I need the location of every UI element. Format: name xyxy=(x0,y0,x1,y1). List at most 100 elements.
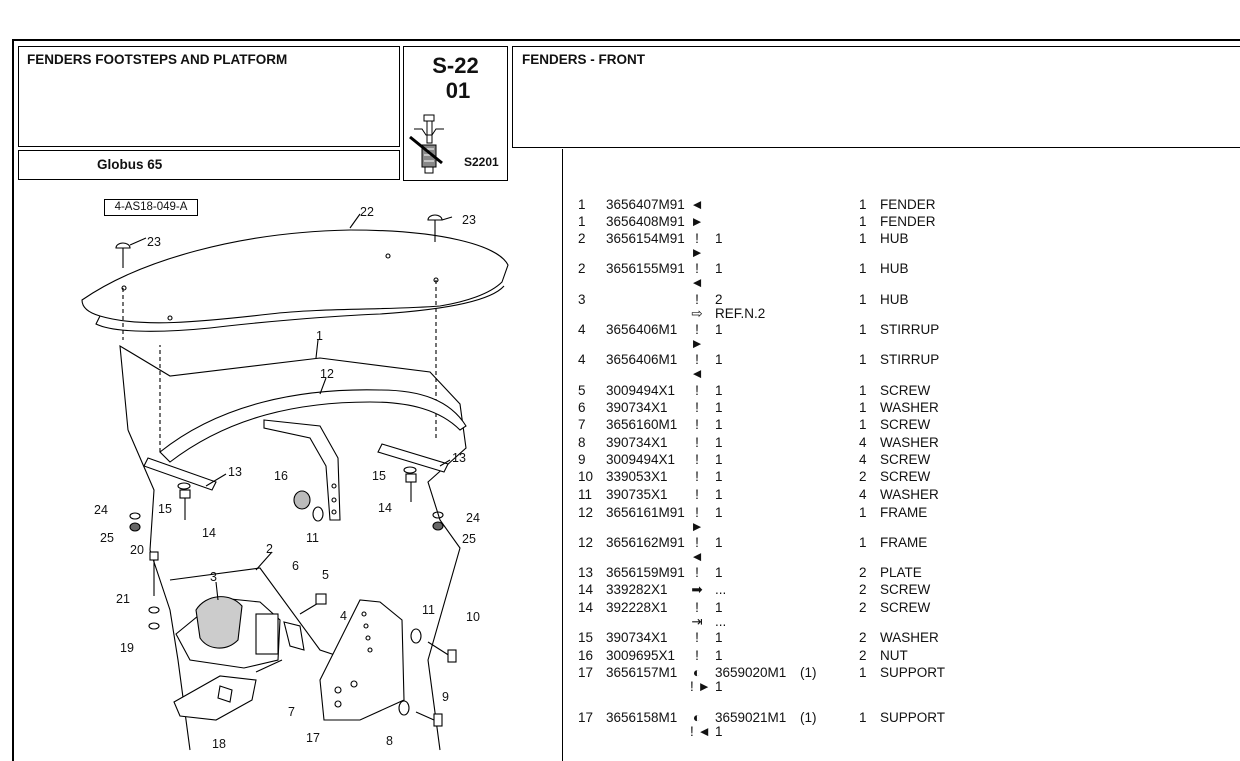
callout-3: 3 xyxy=(210,570,217,584)
parts-cell-desc: HUB xyxy=(880,231,909,246)
parts-cell-idx: 13 xyxy=(578,565,594,580)
parts-cell-mark2: ◄ xyxy=(690,549,704,564)
parts-cell-q1: 1 xyxy=(715,630,723,645)
fender-panel xyxy=(81,229,509,324)
parts-cell-q2: 1 xyxy=(859,710,867,725)
page-border-left xyxy=(12,39,14,761)
parts-cell-mark: ! xyxy=(695,565,699,580)
section-title-box xyxy=(18,46,400,147)
parts-cell-q1: 1 xyxy=(715,600,723,615)
parts-cell-idx: 17 xyxy=(578,665,594,680)
parts-cell-mark: ! xyxy=(695,452,699,467)
parts-cell-mark: ! xyxy=(695,648,699,663)
parts-cell-q1b: 1 xyxy=(715,724,723,739)
parts-cell-mark: ! xyxy=(695,417,699,432)
parts-cell-idx: 14 xyxy=(578,600,594,615)
parts-cell-mark2: ⇨ xyxy=(691,306,703,321)
parts-cell-desc: SCREW xyxy=(880,469,931,484)
callout-24: 24 xyxy=(94,503,108,517)
parts-cell-q2: 2 xyxy=(859,469,867,484)
parts-cell-q1: 1 xyxy=(715,322,723,337)
parts-cell-desc: WASHER xyxy=(880,400,939,415)
group-title-box xyxy=(512,46,1240,148)
parts-cell-mark: ! xyxy=(695,261,699,276)
parts-cell-q1b: REF.N.2 xyxy=(715,306,766,321)
callout-6: 6 xyxy=(292,559,299,573)
parts-cell-q2: 2 xyxy=(859,648,867,663)
callout-19: 19 xyxy=(120,641,134,655)
parts-cell-pn: 3656154M91 xyxy=(606,231,685,246)
parts-cell-q1: 1 xyxy=(715,648,723,663)
parts-cell-pn: 339053X1 xyxy=(606,469,668,484)
parts-cell-pn: 3656406M1 xyxy=(606,322,678,337)
parts-cell-q1: 1 xyxy=(715,452,723,467)
parts-cell-mark: ! xyxy=(695,535,699,550)
callout-13: 13 xyxy=(228,465,242,479)
parts-cell-mark: ► xyxy=(690,214,704,229)
parts-cell-mark2: ► xyxy=(690,336,704,351)
parts-cell-mark2: ! ◄ xyxy=(690,724,711,739)
parts-cell-mark: ! xyxy=(695,469,699,484)
parts-cell-q2: 1 xyxy=(859,665,867,680)
parts-cell-pn: 3009494X1 xyxy=(606,452,676,467)
parts-cell-idx: 10 xyxy=(578,469,594,484)
parts-cell-q2: 1 xyxy=(859,214,867,229)
callout-8: 8 xyxy=(386,734,393,748)
model-box xyxy=(18,150,400,180)
code-box xyxy=(403,46,508,181)
parts-cell-idx: 5 xyxy=(578,383,586,398)
callout-14b: 14 xyxy=(378,501,392,515)
parts-cell-mark: ! xyxy=(695,383,699,398)
parts-cell-idx: 14 xyxy=(578,582,594,597)
parts-cell-desc: SUPPORT xyxy=(880,665,946,680)
parts-cell-idx: 11 xyxy=(578,487,593,502)
parts-cell-mark2: ⇥ xyxy=(691,614,703,629)
parts-cell-pn: 390734X1 xyxy=(606,435,668,450)
page-code: S-22 xyxy=(432,53,479,78)
parts-cell-q2: 1 xyxy=(859,352,867,367)
parts-cell-idx: 1 xyxy=(578,197,586,212)
parts-cell-q2: 4 xyxy=(859,487,867,502)
callout-21: 21 xyxy=(116,592,130,606)
parts-cell-pn: 3656162M91 xyxy=(606,535,685,550)
callout-16: 16 xyxy=(274,469,288,483)
parts-cell-q1b: 1 xyxy=(715,679,723,694)
parts-cell-mark: ! xyxy=(695,231,699,246)
callout-9: 9 xyxy=(442,690,449,704)
parts-cell-desc: SCREW xyxy=(880,383,931,398)
parts-cell-q1: 1 xyxy=(715,400,723,415)
parts-cell-desc: STIRRUP xyxy=(880,352,940,367)
tractor-part-icon xyxy=(409,114,444,174)
callout-labels: 22 23 23 1 12 13 13 16 15 15 14 14 24 24… xyxy=(94,205,480,751)
support-plate xyxy=(319,599,405,721)
parts-cell-idx: 15 xyxy=(578,630,594,645)
parts-cell-q1: 1 xyxy=(715,469,723,484)
parts-cell-desc: FENDER xyxy=(880,197,936,212)
drawing-ref-label: 4-AS18-049-A xyxy=(104,199,198,216)
parts-cell-q1: 1 xyxy=(715,435,723,450)
parts-cell-pn: 3009494X1 xyxy=(606,383,676,398)
parts-cell-mark: ! xyxy=(695,322,699,337)
parts-cell-pn: 390735X1 xyxy=(606,487,668,502)
parts-cell-q1: 1 xyxy=(715,383,723,398)
parts-cell-desc: FRAME xyxy=(880,505,928,520)
frame-bar xyxy=(159,389,467,463)
parts-cell-pn: 3656406M1 xyxy=(606,352,678,367)
column-divider xyxy=(562,149,563,761)
parts-cell-q1: 2 xyxy=(715,292,723,307)
parts-cell-idx: 12 xyxy=(578,505,594,520)
group-title: FENDERS - FRONT xyxy=(522,52,645,67)
parts-cell-pn: 3656161M91 xyxy=(606,505,685,520)
parts-cell-desc: WASHER xyxy=(880,487,939,502)
parts-cell-desc: NUT xyxy=(880,648,908,663)
section-title: FENDERS FOOTSTEPS AND PLATFORM xyxy=(27,52,288,67)
callout-14: 14 xyxy=(202,526,216,540)
parts-cell-q2: 1 xyxy=(859,197,867,212)
parts-cell-q1: 3659020M1 xyxy=(715,665,787,680)
parts-cell-q2: 1 xyxy=(859,231,867,246)
callout-5: 5 xyxy=(322,568,329,582)
callout-11: 11 xyxy=(306,531,319,545)
parts-cell-mark2: ! ► xyxy=(690,679,711,694)
callout-24b: 24 xyxy=(466,511,480,525)
parts-cell-pn: 3656158M1 xyxy=(606,710,678,725)
